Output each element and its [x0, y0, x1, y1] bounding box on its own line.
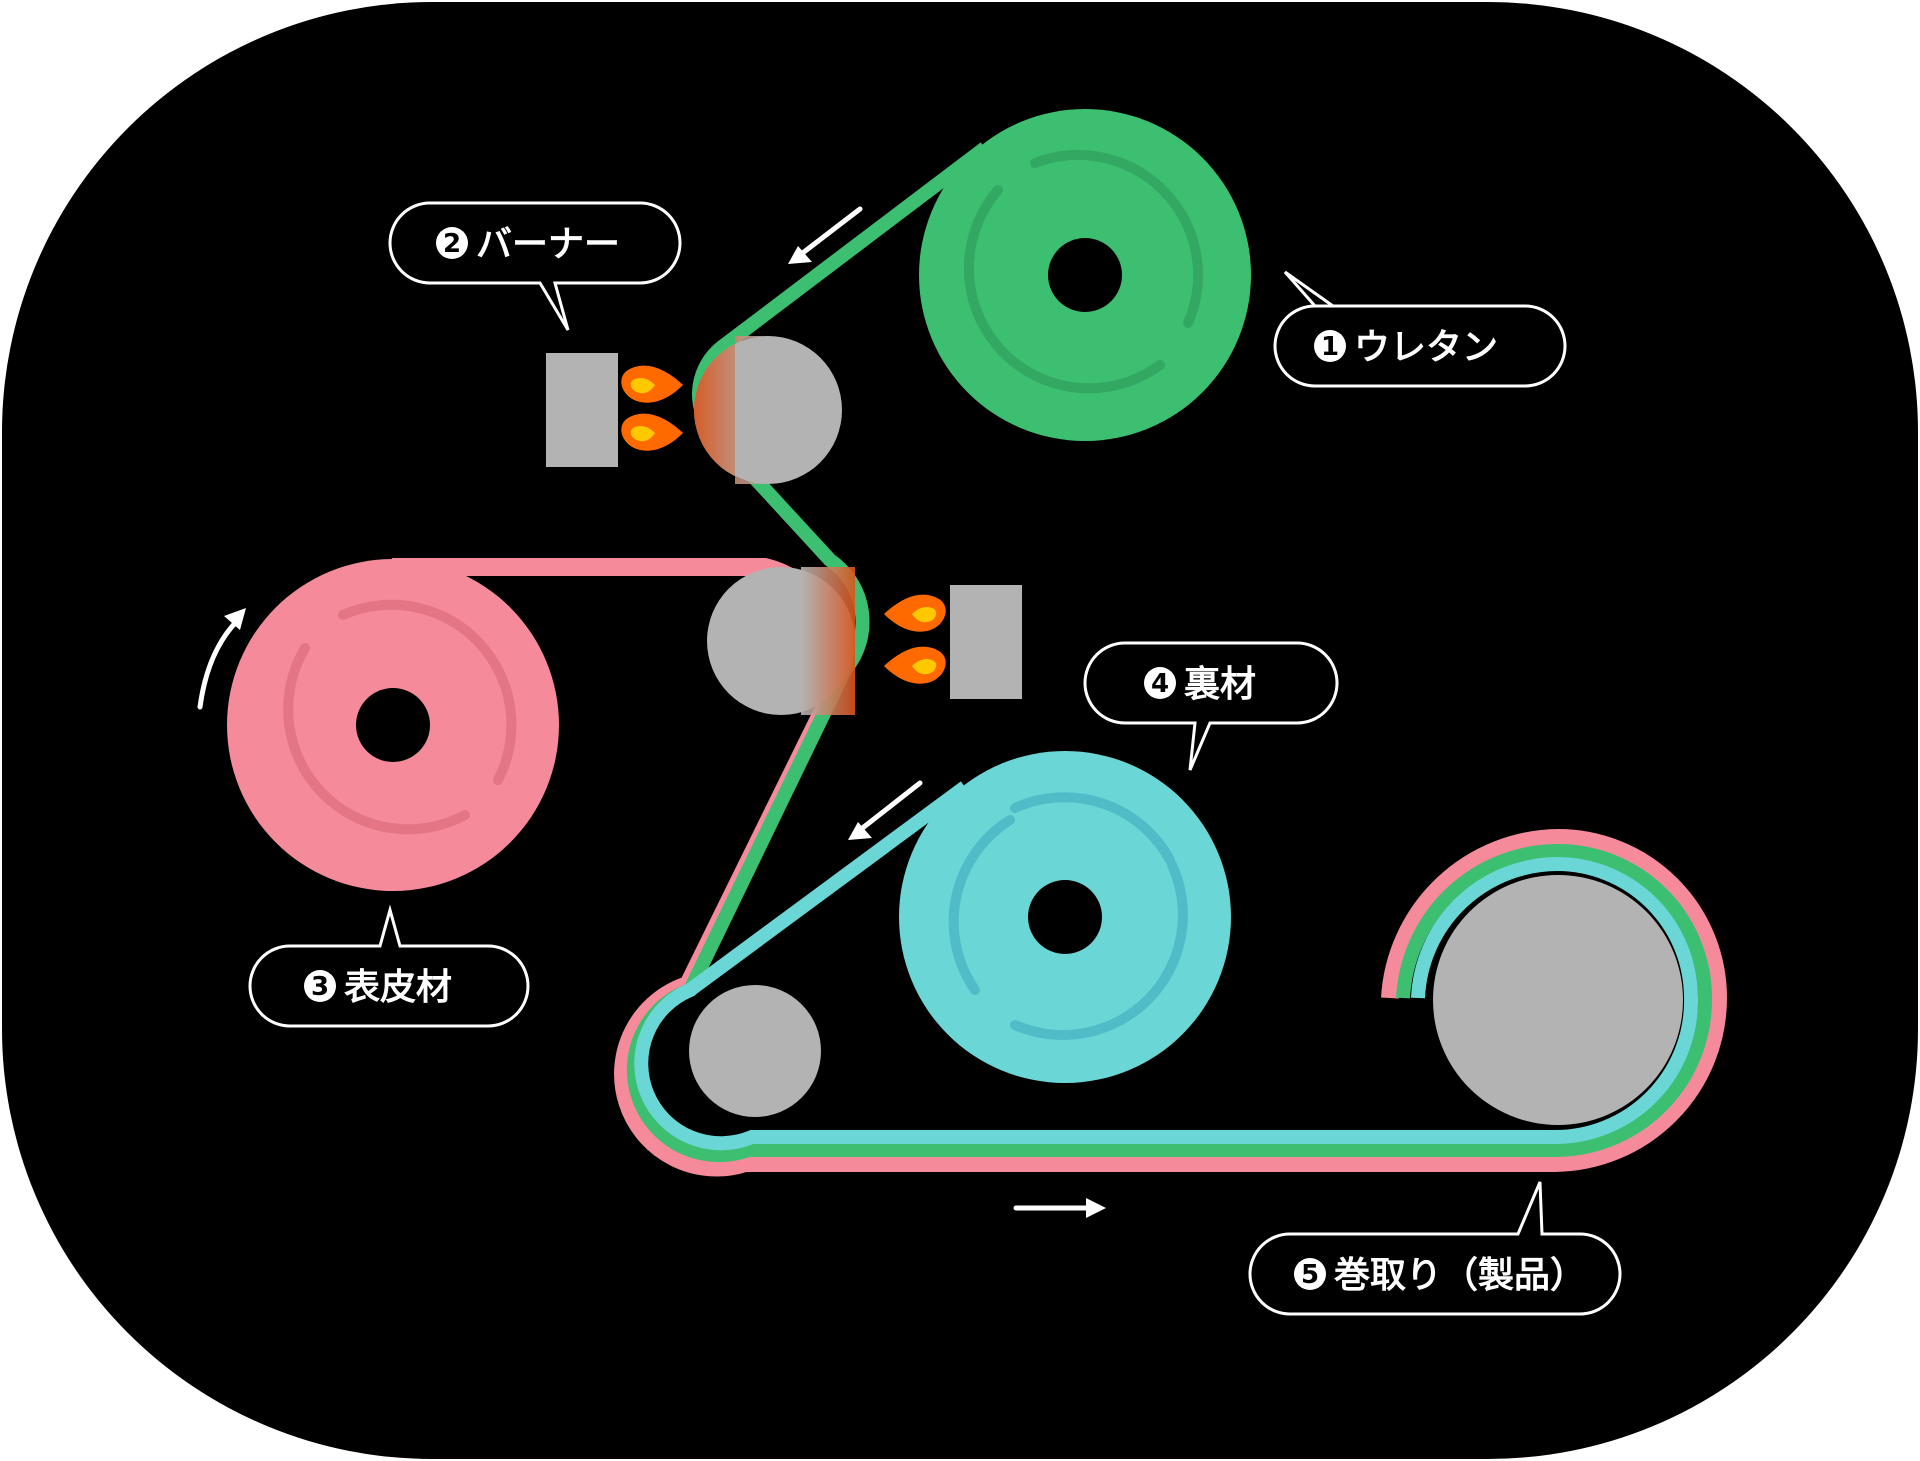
- guide-roller-lower: [689, 985, 821, 1117]
- backing-roll: [899, 751, 1231, 1083]
- backing-number: 4: [1151, 669, 1169, 699]
- number-badge: [1314, 330, 1346, 362]
- flame-icon: [884, 594, 946, 632]
- winding-label: 巻取り（製品）: [1334, 1255, 1586, 1296]
- arrow-icon: [848, 780, 923, 840]
- nip-roller-middle: [707, 567, 855, 715]
- urethane-callout: 1 ウレタン: [1273, 270, 1567, 388]
- burner-upper: [546, 353, 683, 467]
- urethane-number: 1: [1321, 332, 1339, 362]
- surface-label: 表皮材: [344, 967, 452, 1008]
- winding-number: 5: [1301, 1260, 1319, 1290]
- number-badge: [304, 970, 336, 1002]
- burner-label: バーナー: [476, 224, 620, 265]
- burner-lower: [884, 585, 1022, 699]
- arrow-icon: [788, 206, 863, 264]
- backing-callout: 4 裏材: [1083, 641, 1339, 771]
- backing-film-path: [634, 781, 1699, 1151]
- winding-core: [1433, 875, 1683, 1125]
- number-badge: [1144, 667, 1176, 699]
- number-badge: [436, 227, 468, 259]
- surface-number: 3: [311, 972, 329, 1002]
- surface-callout: 3 表皮材: [248, 904, 530, 1028]
- nip-roller-upper: [694, 336, 842, 484]
- burner-callout: 2 バーナー: [388, 201, 682, 331]
- flame-icon: [884, 646, 946, 684]
- flame-icon: [621, 413, 683, 451]
- arrow-icon: [197, 608, 246, 710]
- arrow-icon: [1013, 1198, 1106, 1218]
- number-badge: [1294, 1258, 1326, 1290]
- winding-callout: 5 巻取り（製品）: [1248, 1181, 1622, 1316]
- surface-roll: [227, 559, 559, 891]
- urethane-label: ウレタン: [1354, 327, 1498, 368]
- burner-number: 2: [443, 229, 461, 259]
- urethane-roll: [919, 109, 1251, 441]
- flame-icon: [621, 365, 683, 403]
- backing-label: 裏材: [1184, 664, 1256, 705]
